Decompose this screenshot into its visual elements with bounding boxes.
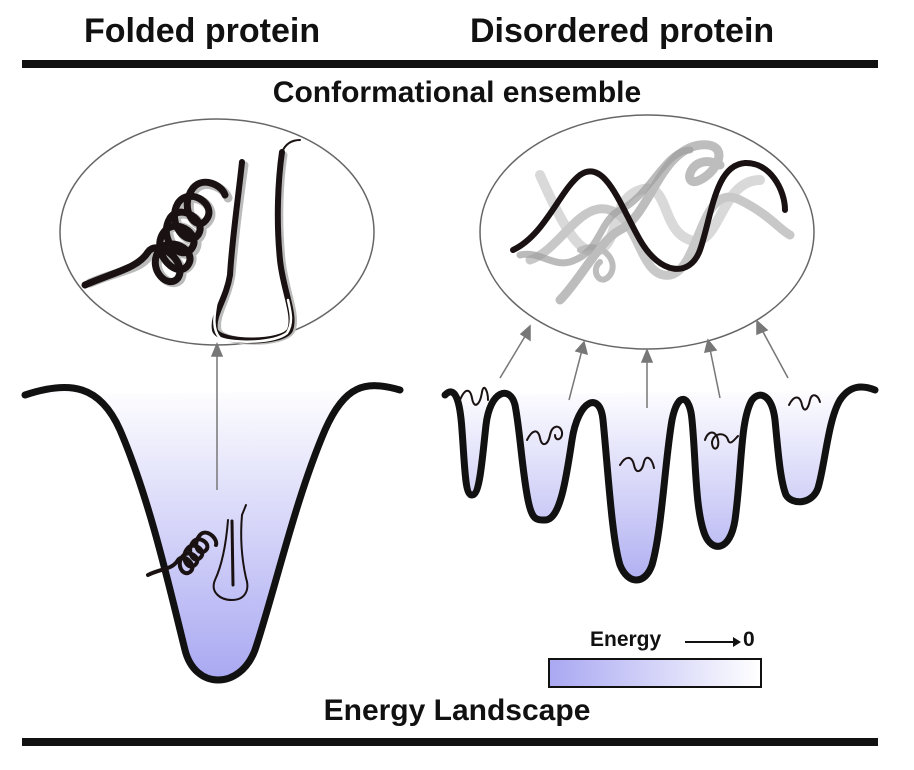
folded-protein-small bbox=[146, 504, 249, 602]
conformational-ensemble-title: Conformational ensemble bbox=[272, 76, 642, 109]
disordered-ensemble-ellipse bbox=[479, 114, 815, 350]
bottom-divider bbox=[22, 738, 878, 746]
folded-protein-title: Folded protein bbox=[84, 12, 321, 50]
folded-energy-well bbox=[21, 382, 404, 684]
folded-protein-structure bbox=[81, 139, 301, 345]
disordered-protein-ensemble bbox=[510, 140, 795, 305]
energy-arrow-icon bbox=[685, 637, 741, 647]
top-divider bbox=[22, 60, 878, 68]
disordered-energy-wells bbox=[441, 383, 879, 584]
energy-landscape-title: Energy Landscape bbox=[323, 694, 591, 727]
disordered-protein-title: Disordered protein bbox=[470, 12, 775, 50]
ensemble-arrows bbox=[210, 319, 789, 490]
energy-gradient-bar bbox=[548, 658, 762, 688]
energy-legend-zero: 0 bbox=[743, 628, 755, 651]
disordered-protein-small-chains bbox=[459, 386, 821, 473]
energy-legend-label: Energy bbox=[590, 628, 662, 651]
